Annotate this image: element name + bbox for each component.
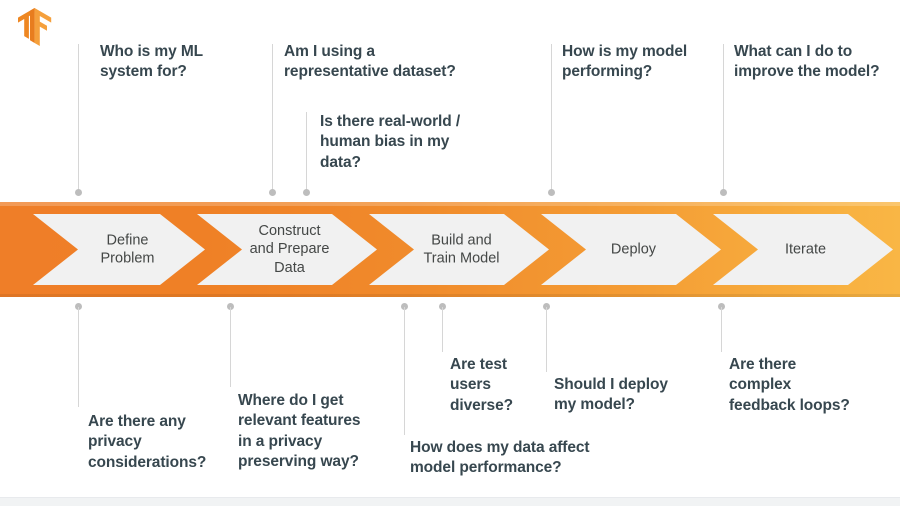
connector-dot-above-5: [720, 189, 727, 196]
connector-line-above-2: [272, 44, 273, 192]
callout-should-i-deploy-my-model: Should I deploy my model?: [554, 376, 668, 414]
connector-line-below-3: [404, 307, 405, 435]
connector-line-below-4: [442, 307, 443, 352]
connector-dot-below-2: [227, 303, 234, 310]
connector-line-above-1: [78, 44, 79, 192]
chevron-build-and-train-model: [369, 214, 549, 285]
connector-line-above-4: [551, 44, 552, 192]
chevron-construct-and-prepare-data: [197, 214, 377, 285]
ml-workflow-banner: Define Problem Construct and Prepare Dat…: [0, 202, 900, 297]
chevron-deploy: [541, 214, 721, 285]
connector-dot-above-1: [75, 189, 82, 196]
connector-dot-below-5: [543, 303, 550, 310]
connector-line-below-6: [721, 307, 722, 352]
step-label-deploy: Deploy: [610, 241, 657, 258]
callout-are-there-complex-feedback-loops: Are there complex feedback loops?: [729, 356, 850, 414]
banner-highlight: [0, 202, 900, 206]
chevron-iterate: [713, 214, 893, 285]
connector-dot-below-4: [439, 303, 446, 310]
connector-line-below-1: [78, 307, 79, 407]
callout-where-do-i-get-relevant-features-in-a-privacy-preserving-way: Where do I get relevant features in a pr…: [238, 392, 361, 471]
connector-dot-above-4: [548, 189, 555, 196]
step-label-define-problem: Define Problem: [100, 231, 155, 267]
connector-dot-below-1: [75, 303, 82, 310]
step-label-iterate: Iterate: [784, 241, 827, 258]
chevron-define-problem: [33, 214, 205, 285]
footer-strip: [0, 497, 900, 506]
connector-dot-above-3: [303, 189, 310, 196]
callout-how-is-my-model-performing: How is my model performing?: [562, 43, 688, 81]
connector-line-below-2: [230, 307, 231, 387]
connector-dot-below-3: [401, 303, 408, 310]
connector-dot-above-2: [269, 189, 276, 196]
banner-shadow: [0, 294, 900, 297]
connector-line-above-5: [723, 44, 724, 192]
callout-am-i-using-a-representative-dataset: Am I using a representative dataset?: [284, 43, 456, 81]
callout-how-does-my-data-affect-model-performance: How does my data affect model performanc…: [410, 439, 590, 477]
callout-are-there-any-privacy-considerations: Are there any privacy considerations?: [88, 413, 207, 471]
chevron-group: [33, 214, 893, 285]
tensorflow-logo: [18, 8, 52, 46]
connector-line-below-5: [546, 307, 547, 372]
connector-line-above-3: [306, 112, 307, 192]
connector-dot-below-6: [718, 303, 725, 310]
callout-is-there-real-world-human-bias-in-my-data: Is there real-world / human bias in my d…: [320, 113, 461, 171]
step-label-build-and-train-model: Build and Train Model: [423, 231, 500, 267]
callout-who-is-my-ml-system-for: Who is my ML system for?: [100, 43, 203, 81]
callout-are-test-users-diverse: Are test users diverse?: [450, 356, 513, 414]
step-label-construct-and-prepare-data: Construct and Prepare Data: [249, 222, 330, 276]
callout-what-can-i-do-to-improve-the-model: What can I do to improve the model?: [734, 43, 880, 81]
